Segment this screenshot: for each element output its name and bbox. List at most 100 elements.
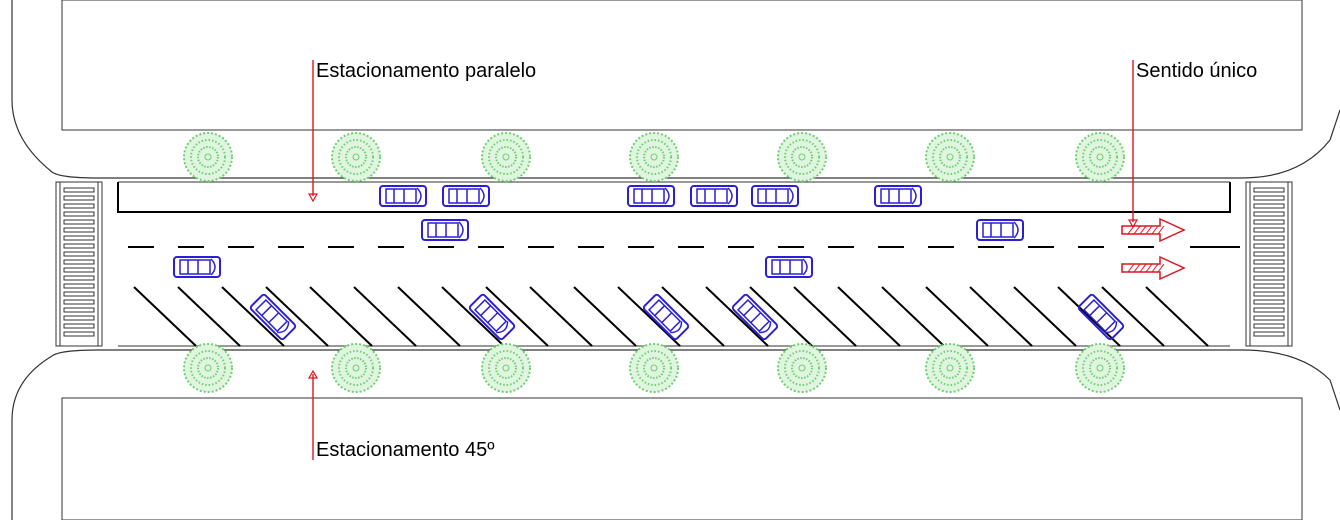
parking-stripe [969,286,1033,347]
crosswalk-stripe [63,243,95,249]
crosswalk-stripe [63,211,95,217]
tree-icon [481,132,531,182]
crosswalk-stripe [1253,283,1285,289]
tree-icon [481,343,531,393]
crosswalk-stripe [63,299,95,305]
tree-icon [331,132,381,182]
parking-stripe [441,286,505,347]
parking-stripe [837,286,901,347]
tree-icon [925,132,975,182]
bottom-block [11,349,1340,520]
tree-icon [331,343,381,393]
tree-icon [1075,343,1125,393]
crosswalk-stripe [1253,187,1285,193]
car-icon [751,185,799,207]
tree-icon [629,132,679,182]
tree-icon [925,343,975,393]
car-icon [379,185,427,207]
parking-stripe [793,286,857,347]
crosswalk-stripe [1253,235,1285,241]
crosswalk-stripe [63,283,95,289]
car-icon [442,185,490,207]
parking-stripe [705,286,769,347]
parking-stripe [397,286,461,347]
parking-stripe [1057,286,1121,347]
crosswalk-icon [55,181,103,347]
crosswalk-stripe [1253,227,1285,233]
crosswalk-stripe [63,315,95,321]
parking-stripe [573,286,637,347]
crosswalk-stripe [63,323,95,329]
car-icon [765,256,813,278]
crosswalk-stripe [1253,291,1285,297]
parking-stripe [133,286,197,347]
angled-parking-stripes [133,286,1209,347]
parking-stripe [749,286,813,347]
crosswalk-stripe [1253,211,1285,217]
crosswalk-stripe [1253,203,1285,209]
car-icon [731,293,779,341]
one-way-label: Sentido único [1136,60,1257,82]
parking-stripe [485,286,549,347]
car-icon [421,219,469,241]
crosswalk-stripe [1253,267,1285,273]
crosswalk-stripe [1253,259,1285,265]
crosswalk-stripe [1253,323,1285,329]
tree-icon [629,343,679,393]
crosswalk-stripe [63,275,95,281]
car-icon [874,185,922,207]
crosswalk-stripe [63,203,95,209]
tree-icon [777,343,827,393]
crosswalk-stripe [63,307,95,313]
parking-stripe [661,286,725,347]
crosswalk-stripe [63,195,95,201]
crosswalk-stripe [63,235,95,241]
angled-parking-label: Estacionamento 45º [316,439,495,461]
direction-arrows [1121,217,1186,281]
crosswalk-stripe [63,291,95,297]
crosswalk-stripe [63,187,95,193]
direction-arrow-icon [1121,255,1186,281]
crosswalk-stripe [63,219,95,225]
parking-stripe [1145,286,1209,347]
parking-stripe [925,286,989,347]
crosswalk-stripe [1253,315,1285,321]
crosswalk-stripe [1253,251,1285,257]
tree-icon [183,343,233,393]
tree-icon [1075,132,1125,182]
crosswalk-stripe [1253,195,1285,201]
parking-stripe [881,286,945,347]
crosswalk-stripe [63,227,95,233]
crosswalk-stripe [63,259,95,265]
car-icon [468,293,516,341]
road-edges [117,181,1231,347]
crosswalk-stripe [63,267,95,273]
parking-stripe [1013,286,1077,347]
tree-icon [777,132,827,182]
crosswalk-stripe [1253,307,1285,313]
cars [173,185,1125,341]
tree-icon [183,132,233,182]
car-icon [249,293,297,341]
parking-stripe [265,286,329,347]
crosswalk-stripe [63,251,95,257]
parking-stripe [309,286,373,347]
crosswalk-icon [1245,181,1293,347]
car-icon [627,185,675,207]
parallel-parking-label: Estacionamento paralelo [316,60,536,82]
car-icon [690,185,738,207]
car-icon [642,293,690,341]
crosswalk-stripe [1253,243,1285,249]
crosswalk-stripe [1253,331,1285,337]
crosswalk-stripe [1253,275,1285,281]
crosswalk-stripe [1253,219,1285,225]
trees [183,132,1125,393]
car-icon [1077,293,1125,341]
parking-stripe [177,286,241,347]
direction-arrow-icon [1121,217,1186,243]
parking-stripe [529,286,593,347]
crosswalk-stripe [63,331,95,337]
parking-stripe [353,286,417,347]
car-icon [173,256,221,278]
